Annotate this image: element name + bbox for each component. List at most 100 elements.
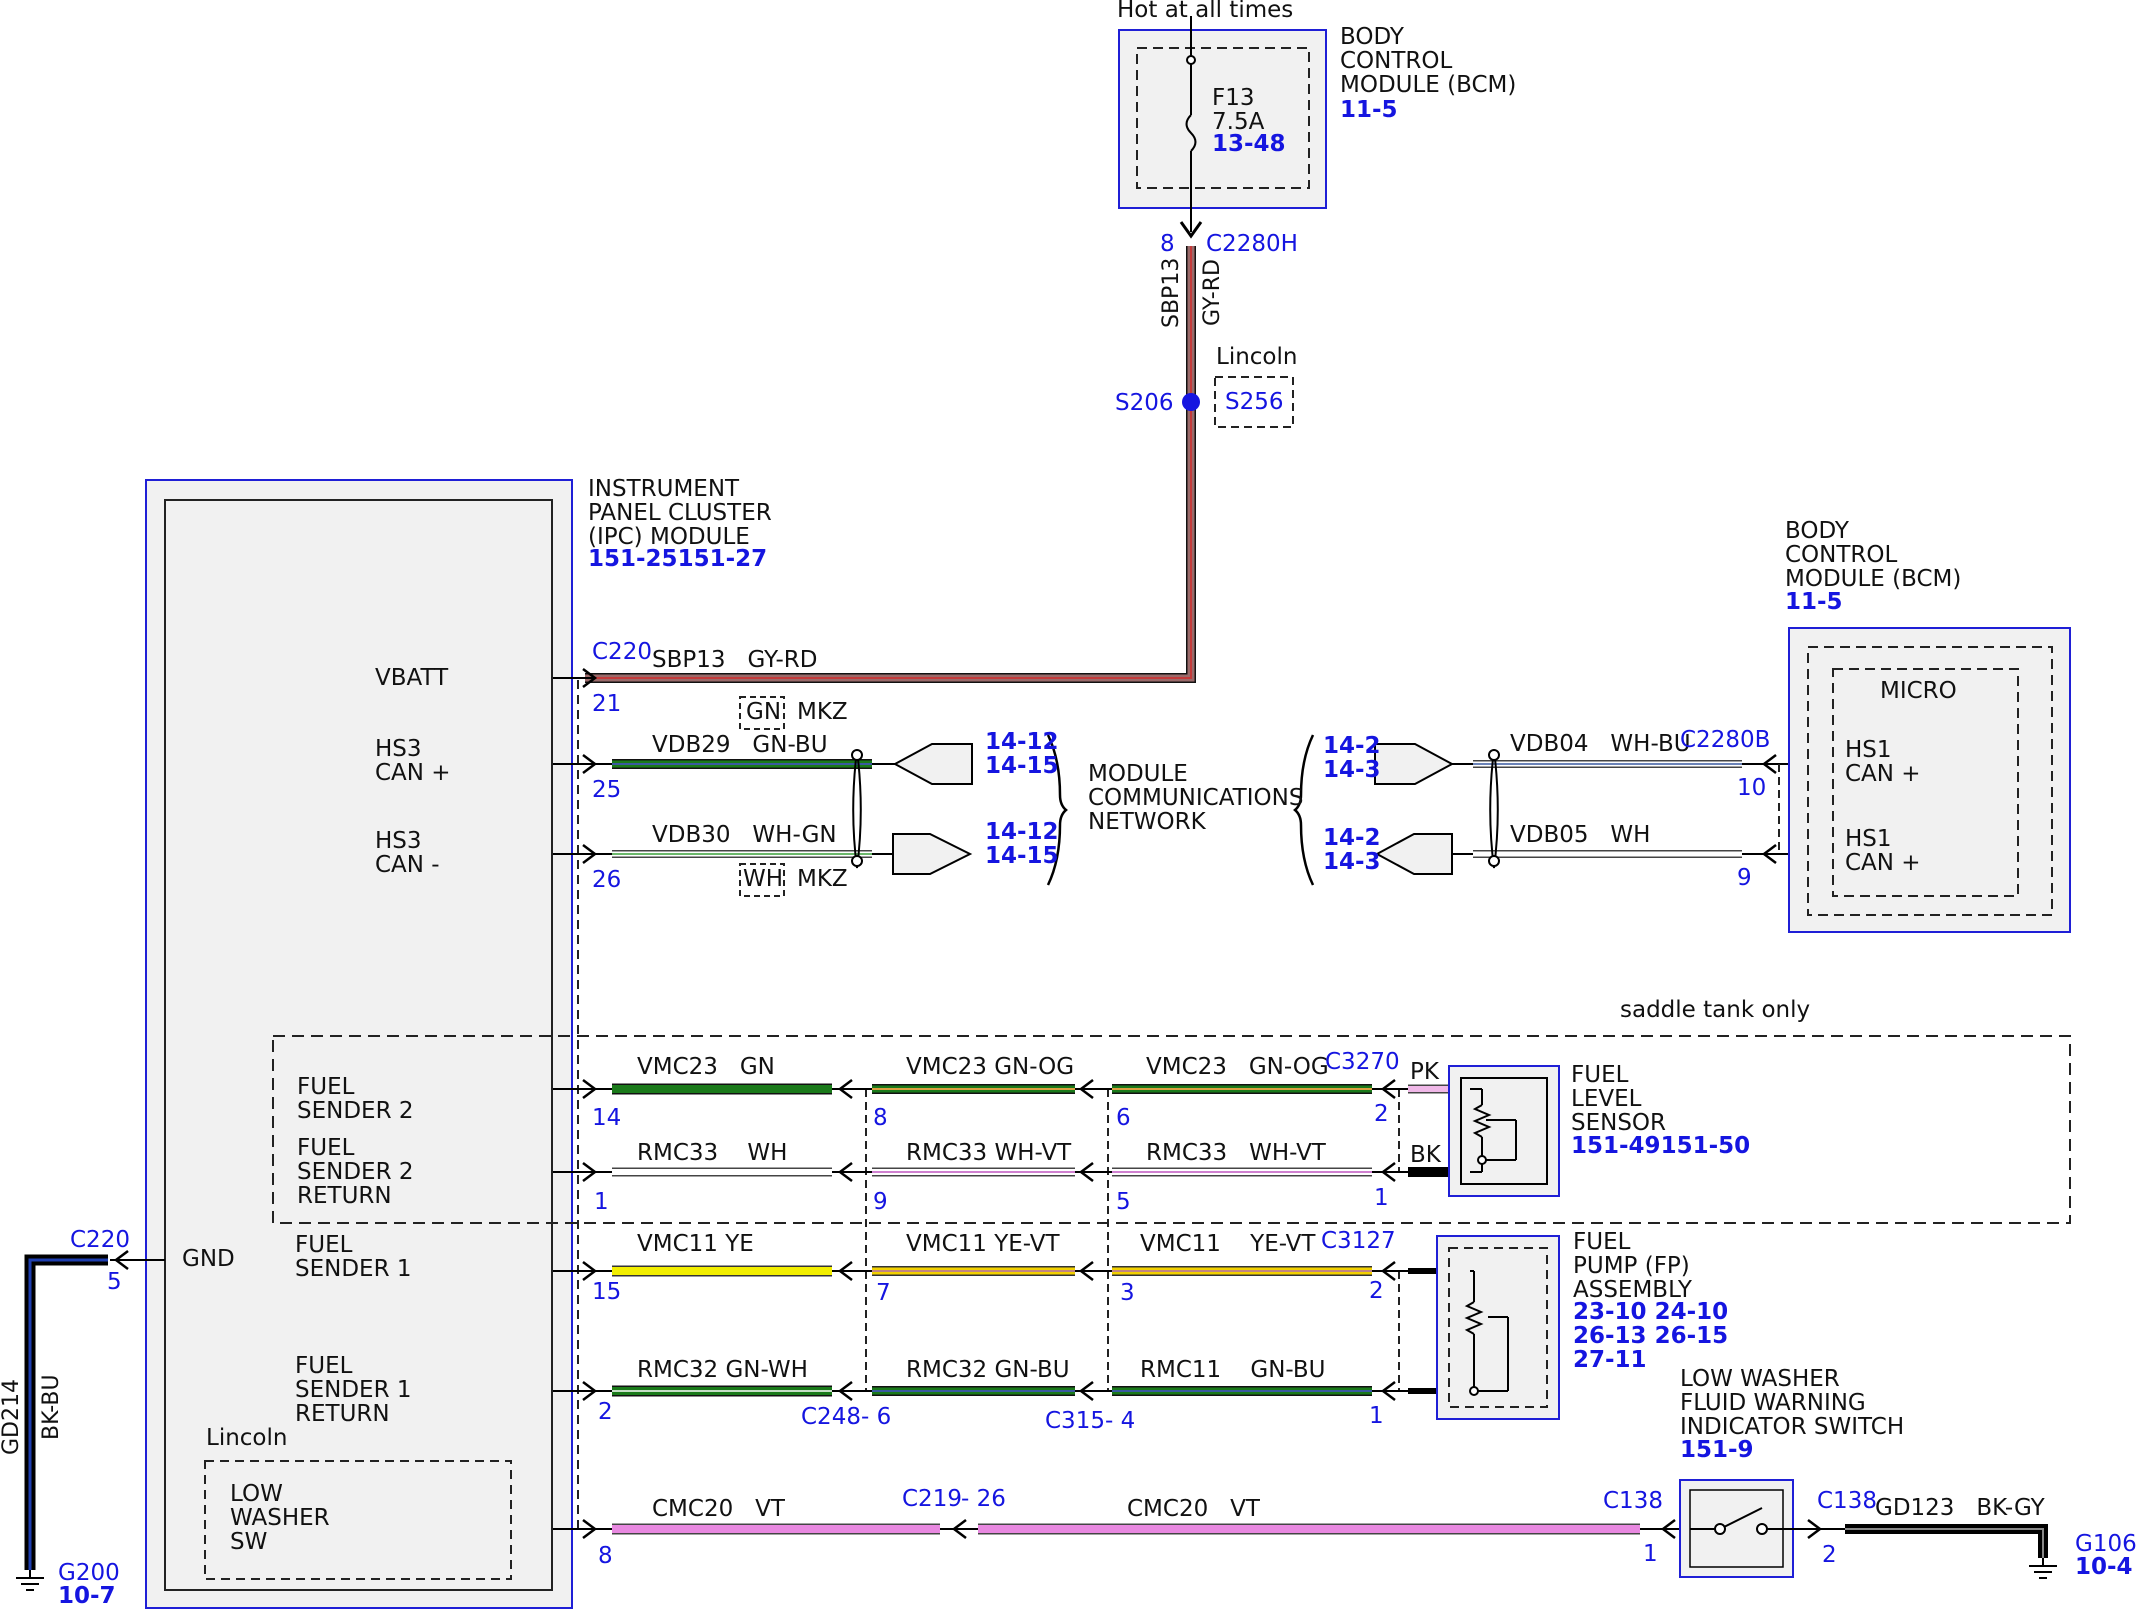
label-saddle-tank-only: saddle tank only [1620, 997, 1811, 1023]
ref-g106: 10-4 [2075, 1554, 2133, 1580]
label-vdb04: VDB04 WH-BU [1510, 731, 1691, 757]
label-rmc33-a: RMC33 WH [637, 1140, 788, 1166]
bcm-right-mid [1807, 646, 2053, 916]
label-g106: G106 [2075, 1531, 2137, 1557]
label-bk: BK [1410, 1142, 1441, 1168]
label-c138-a: C138 [1603, 1488, 1663, 1514]
label-pk: PK [1410, 1059, 1439, 1085]
pin-8-a: 8 [873, 1105, 888, 1131]
label-hs1-a: HS1 CAN + [1845, 737, 1921, 787]
wire-sbp13-stripe [585, 246, 1192, 679]
ipc-outer [145, 479, 573, 1609]
label-cmc20-a: CMC20 VT [652, 1496, 785, 1522]
ref-lwf: 151-9 [1680, 1437, 1754, 1463]
fls-outer [1448, 1065, 1560, 1197]
label-mkz-1: MKZ [797, 699, 848, 725]
label-rmc11: RMC11 GN-BU [1140, 1357, 1326, 1383]
switch-contact-2 [1756, 1523, 1768, 1535]
label-vmc11-c: VMC11 YE-VT [1140, 1231, 1316, 1257]
fuse-symbol [1185, 114, 1197, 152]
pin-6-a: 6 [1116, 1105, 1131, 1131]
label-c248: C248 [801, 1404, 861, 1430]
label-fuse: F13 7.5A [1212, 85, 1265, 135]
pin-14: 14 [592, 1105, 622, 1131]
ref-g200: 10-7 [58, 1583, 116, 1609]
pin-26-b: - 26 [961, 1486, 1006, 1512]
label-bcm-top: BODY CONTROL MODULE (BCM) [1340, 24, 1517, 98]
ref-fuse: 13-48 [1212, 131, 1286, 157]
label-rmc32-b: RMC32 GN-BU [906, 1357, 1070, 1383]
pin-10: 10 [1737, 775, 1767, 801]
label-fuel-pump: FUEL PUMP (FP) ASSEMBLY [1573, 1229, 1692, 1303]
label-wh-box: WH [743, 866, 784, 892]
fp-outer [1436, 1235, 1560, 1420]
pin-1-d: 1 [1643, 1541, 1658, 1567]
twist-left-bottom [851, 855, 863, 867]
label-vdb05: VDB05 WH [1510, 822, 1651, 848]
wh-box [739, 863, 785, 897]
label-vmc23-b: VMC23 GN-OG [906, 1054, 1075, 1080]
fls-inner [1460, 1077, 1548, 1185]
label-lincoln-top: Lincoln [1216, 344, 1298, 370]
label-vmc11-b: VMC11 YE-VT [906, 1231, 1060, 1257]
ref-fuel-pump: 23-10 24-10 26-13 26-15 27-11 [1573, 1299, 1729, 1373]
brace-right [1293, 734, 1315, 886]
label-vdb29: VDB29 GN-BU [652, 732, 828, 758]
can-connector-3 [1374, 743, 1455, 785]
wire-gd214-stripe [28, 1258, 108, 1570]
ref-bcm-top: 11-5 [1340, 97, 1398, 123]
label-sbp13-wire: SBP13 GY-RD [652, 647, 818, 673]
label-mkz-2: MKZ [797, 866, 848, 892]
label-c3127: C3127 [1321, 1228, 1396, 1254]
label-ipc: INSTRUMENT PANEL CLUSTER (IPC) MODULE [588, 476, 772, 550]
label-rmc32-a: RMC32 GN-WH [637, 1357, 808, 1383]
pin-6-b: - 6 [861, 1404, 892, 1430]
pin-9-right: 9 [1737, 865, 1752, 891]
gn-box [739, 696, 785, 730]
label-hs3-can-minus: HS3 CAN - [375, 828, 440, 878]
ref-14-12-a: 14-12 14-15 [985, 729, 1059, 779]
bcm-right-outer [1788, 627, 2071, 933]
fuse-dot [1186, 55, 1196, 65]
label-gn-box: GN [746, 699, 782, 725]
ref-bcm-right: 11-5 [1785, 589, 1843, 615]
pin-4: - 4 [1105, 1408, 1136, 1434]
label-c220-top: C220 [592, 639, 652, 665]
label-rmc33-c: RMC33 WH-VT [1146, 1140, 1326, 1166]
pin-c2280h: 8 [1160, 231, 1175, 257]
ipc-inner [164, 499, 553, 1591]
switch-symbol [1690, 1507, 1793, 1530]
pin-2-a: 2 [1374, 1101, 1389, 1127]
label-c3270: C3270 [1325, 1049, 1400, 1075]
wire-sbp13-outline [585, 246, 1196, 683]
saddle-region [272, 1035, 2071, 1224]
pin-2-d: 2 [1822, 1542, 1837, 1568]
label-micro: MICRO [1880, 678, 1957, 704]
c2280h-arrow [1179, 221, 1203, 239]
label-gd123: GD123 BK-GY [1875, 1495, 2045, 1521]
low-washer-box [204, 1460, 512, 1580]
label-hot-at-all-times: Hot at all times [1117, 0, 1294, 23]
label-vdb30: VDB30 WH-GN [652, 822, 837, 848]
wire-gd123 [1845, 1524, 2048, 1558]
label-sbp13-vertical: SBP13 [1159, 258, 1184, 328]
label-vmc23-a: VMC23 GN [637, 1054, 775, 1080]
pin-8-b: 8 [598, 1543, 613, 1569]
pin-3: 3 [1120, 1280, 1135, 1306]
label-vmc23-c: VMC23 GN-OG [1146, 1054, 1329, 1080]
gnd-arrow [113, 1250, 129, 1270]
label-c2280b: C2280B [1680, 727, 1771, 753]
pin-5-b: 5 [107, 1269, 122, 1295]
can-connector-1 [892, 743, 973, 785]
can-connector-4 [1374, 833, 1453, 875]
label-fuel-sender-1: FUEL SENDER 1 [295, 1232, 412, 1282]
row-arrows [837, 1079, 1396, 1401]
label-vbatt: VBATT [375, 665, 449, 691]
pin-7: 7 [876, 1280, 891, 1306]
label-bcm-right: BODY CONTROL MODULE (BCM) [1785, 518, 1962, 592]
ground-g106 [2029, 1558, 2057, 1579]
wire-sbp13-fill [585, 246, 1195, 682]
fp-rheostat [1464, 1270, 1509, 1392]
pin-15: 15 [592, 1279, 622, 1305]
pin-1-a: 1 [594, 1189, 609, 1215]
